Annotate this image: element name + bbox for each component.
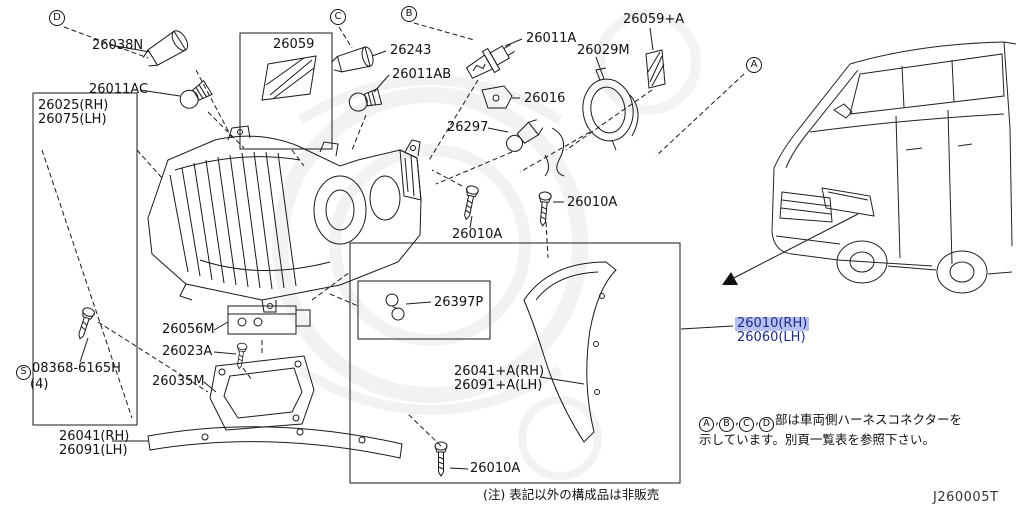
grouping-boxes bbox=[32, 32, 681, 484]
ref-d-badge: D bbox=[758, 416, 774, 432]
connector-ref-s: S bbox=[16, 364, 31, 380]
ref-a-badge: A bbox=[699, 416, 714, 432]
note-comma: , bbox=[754, 412, 759, 427]
non-sale-footnote: (注) 表記以外の構成品は非販売 bbox=[483, 487, 660, 502]
part-label-26059[interactable]: 26059 bbox=[273, 37, 315, 52]
part-label-26091-a-lh[interactable]: 26091+A(LH) bbox=[454, 378, 543, 393]
part-label-26091-lh[interactable]: 26091(LH) bbox=[59, 443, 128, 458]
part-label-26297[interactable]: 26297 bbox=[447, 120, 489, 135]
part-label-26243[interactable]: 26243 bbox=[390, 43, 432, 58]
connector-ref-a: A bbox=[746, 57, 762, 73]
part-label-26025-rh[interactable]: 26025(RH) bbox=[38, 98, 109, 113]
connector-ref-b: B bbox=[401, 6, 417, 22]
part-label-26041-a-rh[interactable]: 26041+A(RH) bbox=[454, 364, 545, 379]
part-label-26056m[interactable]: 26056M bbox=[162, 322, 215, 337]
headlamp-assembly-drawing bbox=[147, 125, 422, 313]
connector-ref-c: C bbox=[330, 9, 346, 25]
part-label-26059-a[interactable]: 26059+A bbox=[623, 12, 685, 27]
part-label-26016[interactable]: 26016 bbox=[524, 91, 566, 106]
part-label-26075-lh[interactable]: 26075(LH) bbox=[38, 112, 107, 127]
part-number-text: 08368-6165H bbox=[32, 361, 121, 376]
part-label-26011ac[interactable]: 26011AC bbox=[89, 82, 149, 97]
part-label-26010a-1[interactable]: 26010A bbox=[452, 227, 503, 242]
harness-note-line2: 示しています。別頁一覧表を参照下さい。 bbox=[699, 432, 935, 447]
part-label-26010-rh-selected[interactable]: 26010(RH) bbox=[735, 316, 810, 331]
part-qty-08368: (4) bbox=[30, 377, 49, 392]
ref-b-badge: B bbox=[718, 416, 734, 432]
van-illustration bbox=[771, 41, 1017, 294]
part-label-26010a-2[interactable]: 26010A bbox=[567, 195, 618, 210]
ref-c-badge: C bbox=[738, 416, 754, 432]
bulb-socket-parts bbox=[78, 30, 666, 477]
part-label-26023a[interactable]: 26023A bbox=[162, 344, 213, 359]
part-label-26397p[interactable]: 26397P bbox=[434, 295, 484, 310]
part-label-26060-lh[interactable]: 26060(LH) bbox=[737, 330, 806, 345]
note-text-line1: 部は車両側ハーネスコネクターを bbox=[774, 412, 962, 427]
note-comma: , bbox=[715, 412, 719, 427]
part-label-26010a-3[interactable]: 26010A bbox=[470, 461, 521, 476]
connector-ref-d: D bbox=[49, 10, 65, 26]
part-label-26011a[interactable]: 26011A bbox=[526, 31, 577, 46]
label-leaders bbox=[79, 27, 734, 470]
location-arrow bbox=[722, 213, 859, 285]
drawing-code: J260005T bbox=[933, 490, 999, 505]
part-label-26035m[interactable]: 26035M bbox=[152, 374, 205, 389]
note-comma: , bbox=[734, 412, 739, 427]
part-label-26041-rh[interactable]: 26041(RH) bbox=[59, 429, 130, 444]
part-label-26029m[interactable]: 26029M bbox=[577, 43, 630, 58]
dashed-leaders bbox=[41, 22, 745, 447]
part-label-26038n[interactable]: 26038N bbox=[92, 38, 144, 53]
part-label-26011ab[interactable]: 26011AB bbox=[392, 67, 452, 82]
watermark-pattern bbox=[272, 9, 701, 480]
